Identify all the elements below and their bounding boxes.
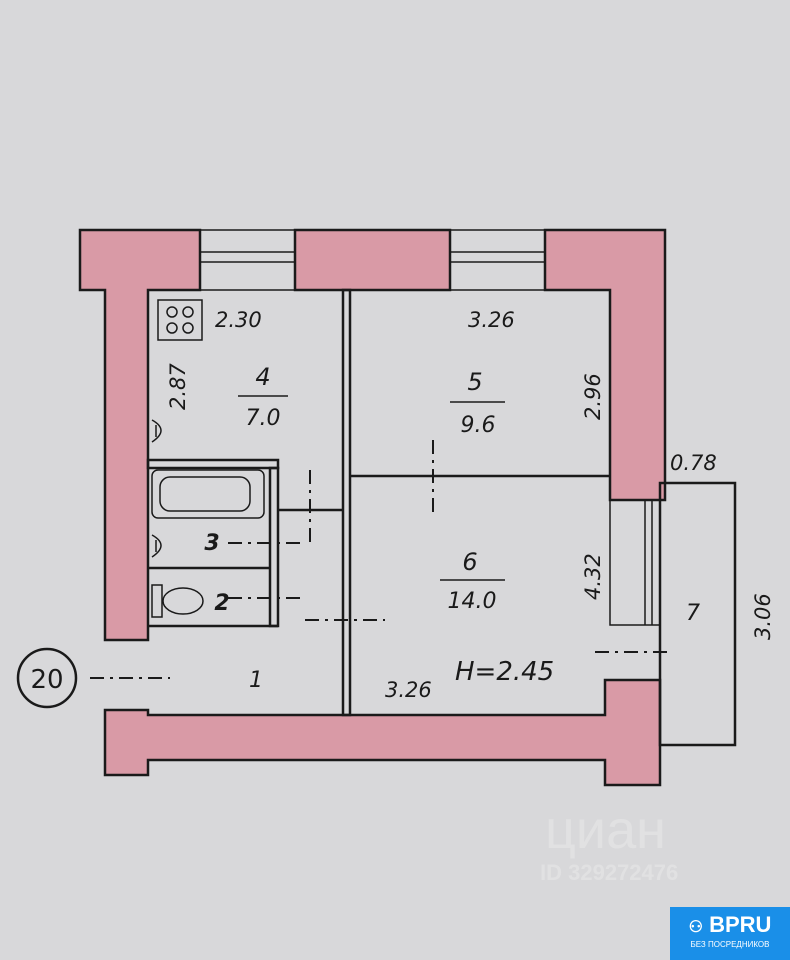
room-1-number: 1: [249, 668, 263, 693]
watermark-id: ID 329272476: [540, 860, 678, 885]
watermark-brand: циан: [545, 800, 666, 860]
room-7-number: 7: [686, 601, 700, 626]
outer-walls: [78, 228, 667, 787]
dim-balcony-width: 0.78: [670, 451, 717, 475]
room-2-number: 2: [214, 591, 229, 616]
toilet-icon: [151, 584, 204, 618]
balcony: [658, 481, 737, 747]
svg-text:20: 20: [30, 665, 63, 695]
dim-room5-length: 2.96: [581, 373, 605, 420]
room-4-area: 7.0: [246, 406, 281, 431]
room-6-area: 14.0: [448, 589, 497, 614]
dim-balcony-length: 3.06: [751, 593, 775, 640]
sink-icon: [151, 419, 162, 443]
bpru-badge[interactable]: ⚇ BPRU БЕЗ ПОСРЕДНИКОВ: [670, 907, 790, 960]
axis-marker: 20: [16, 647, 78, 709]
dim-kitchen-length: 2.87: [166, 363, 190, 410]
room-5-area: 9.6: [461, 413, 496, 438]
door-marks: [90, 440, 670, 679]
watermark: циан ID 329272476: [540, 800, 678, 885]
room-4-number: 4: [255, 363, 270, 391]
room-6-number: 6: [462, 548, 477, 576]
dim-kitchen-width: 2.30: [215, 308, 262, 332]
bpru-logo-icon: ⚇: [688, 919, 703, 936]
stove-icon: [157, 299, 203, 341]
bpru-title: BPRU: [709, 912, 772, 937]
dim-room6-length: 4.32: [581, 553, 605, 600]
dim-room5-width: 3.26: [468, 308, 515, 332]
bathtub-icon: [151, 469, 265, 519]
room-3-number: 3: [204, 531, 219, 556]
sink-icon: [151, 534, 162, 558]
bpru-subtitle: БЕЗ ПОСРЕДНИКОВ: [690, 940, 770, 949]
dim-room6-width: 3.26: [385, 678, 432, 702]
room-5-number: 5: [467, 368, 482, 396]
ceiling-height: H=2.45: [455, 657, 554, 687]
